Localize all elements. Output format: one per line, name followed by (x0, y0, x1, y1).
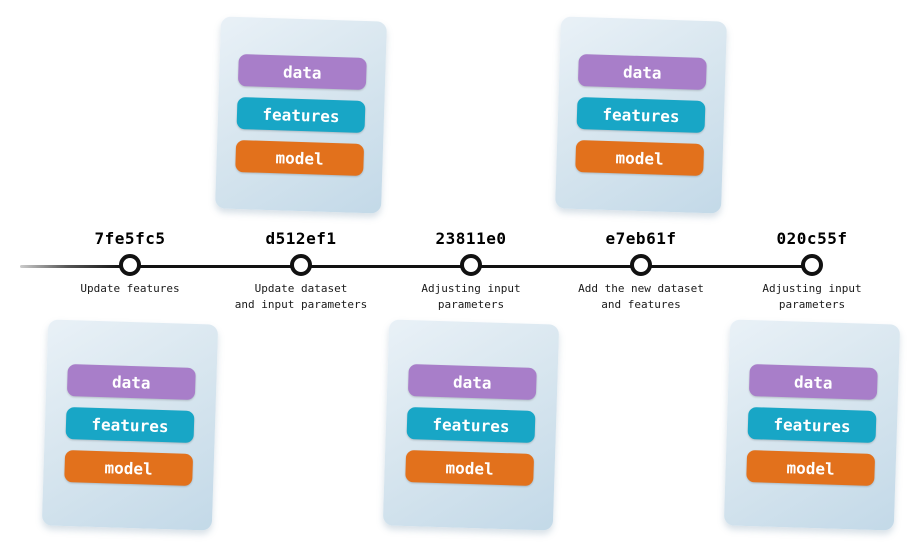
commit-node-2: d512ef1 Update dataset and input paramet… (216, 229, 386, 313)
commit-dot-icon (801, 254, 823, 276)
commit-dot-icon (119, 254, 141, 276)
data-pill: data (407, 364, 537, 401)
commit-description: Update features (80, 282, 180, 295)
commit-dot-icon (630, 254, 652, 276)
data-pill: data (237, 54, 367, 91)
features-pill: features (406, 406, 536, 444)
commit-node-1: 7fe5fc5 Update features (45, 229, 215, 297)
features-pill: features (236, 96, 366, 134)
commit-node-4: e7eb61f Add the new dataset and features (556, 229, 726, 313)
commit-dot-icon (290, 254, 312, 276)
commit-hash: d512ef1 (265, 229, 337, 248)
commit-hash: 020c55f (776, 229, 848, 248)
data-pill: data (748, 364, 878, 401)
commit-node-5: 020c55f Adjusting input parameters (727, 229, 897, 313)
commit-hash: 23811e0 (435, 229, 507, 248)
model-pill: model (746, 449, 876, 486)
commit-node-3: 23811e0 Adjusting input parameters (386, 229, 556, 313)
model-pill: model (405, 449, 535, 486)
experiment-card-commit-3: data features model (382, 319, 560, 531)
experiment-card-commit-5: data features model (723, 319, 901, 531)
features-pill: features (65, 406, 195, 444)
commit-description: Adjusting input parameters (421, 282, 521, 311)
commit-description: Update dataset and input parameters (234, 282, 368, 311)
commit-description: Adjusting input parameters (762, 282, 862, 311)
model-pill: model (235, 139, 365, 176)
commit-hash: 7fe5fc5 (94, 229, 166, 248)
timeline-line (20, 265, 814, 269)
commit-description: Add the new dataset and features (578, 282, 704, 311)
features-pill: features (747, 406, 877, 444)
data-pill: data (66, 364, 196, 401)
experiment-card-commit-2: data features model (215, 16, 387, 214)
features-pill: features (576, 96, 706, 134)
model-pill: model (64, 449, 194, 486)
model-pill: model (575, 139, 705, 176)
commit-hash: e7eb61f (605, 229, 677, 248)
data-pill: data (577, 54, 707, 91)
commit-dot-icon (460, 254, 482, 276)
experiment-card-commit-1: data features model (41, 319, 219, 531)
experiment-card-commit-4: data features model (555, 16, 727, 214)
